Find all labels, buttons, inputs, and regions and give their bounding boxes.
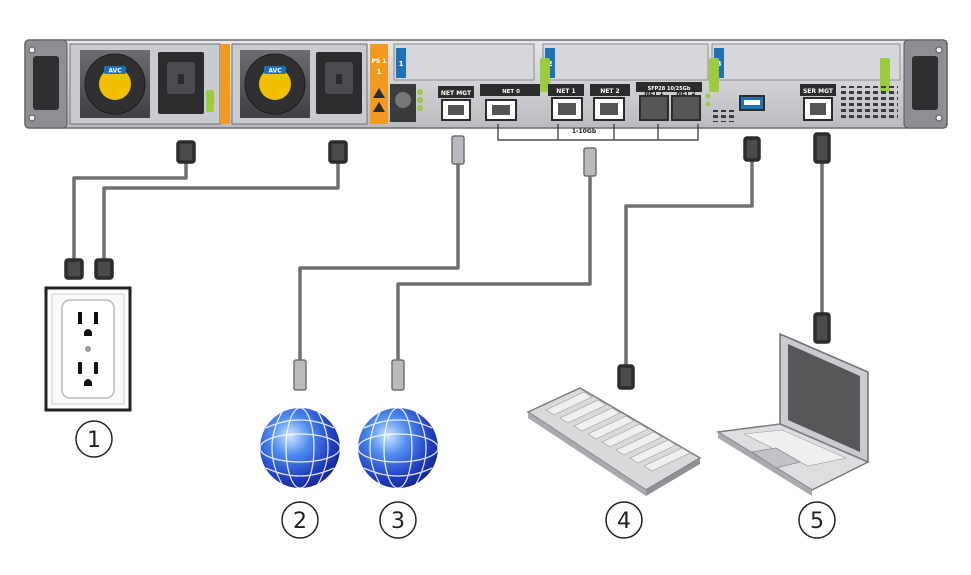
sfp28-label: SFP28 10/25Gb <box>648 86 691 92</box>
callout-4: 4 <box>605 501 643 539</box>
callout-2-number: 2 <box>293 509 307 534</box>
net2-port[interactable]: NET 2 <box>590 84 630 121</box>
serial-cable <box>813 132 831 344</box>
psu-brand-label: AVC <box>108 68 122 75</box>
callout-2: 2 <box>281 501 319 539</box>
vent-grille <box>712 110 736 122</box>
server-chassis: AVC AVC PS 1 1 <box>24 39 948 141</box>
sfp-net1-port[interactable]: NET 1 <box>639 90 669 121</box>
sfp-net2-port[interactable]: NET 2 <box>671 90 701 121</box>
usb-cable <box>617 136 761 390</box>
net2-label: NET 2 <box>600 88 619 95</box>
pcie-slot-2: 2 <box>540 43 709 92</box>
keyboard-icon <box>526 387 702 496</box>
power-supply-1: AVC <box>231 43 368 125</box>
sfp28-port-group: SFP28 10/25Gb NET 1 NET 2 <box>636 82 711 121</box>
status-led <box>417 105 423 111</box>
power-cords <box>64 140 348 280</box>
ps1-label-block: PS 1 1 <box>370 44 388 124</box>
status-led <box>417 89 423 95</box>
net1-label: NET 1 <box>556 88 575 95</box>
ser-mgt-label: SER MGT <box>803 88 834 95</box>
callout-1-number: 1 <box>87 428 101 453</box>
rack-ear-left <box>24 39 68 129</box>
port-group-bracket <box>497 124 699 141</box>
wall-outlet-icon <box>44 286 132 412</box>
vent-grille <box>840 86 898 120</box>
laptop-icon <box>715 332 870 496</box>
pcie-slot-3: 3 <box>709 43 901 92</box>
sfp-net1-label: NET 1 <box>644 90 663 97</box>
ser-mgt-port[interactable]: SER MGT <box>800 84 836 121</box>
callout-3-number: 3 <box>391 509 405 534</box>
status-indicator-panel <box>390 84 423 122</box>
psu-brand-label: AVC <box>268 68 282 75</box>
sfp-net2-label: NET 2 <box>676 90 695 97</box>
slot-3-number: 3 <box>717 60 722 68</box>
network-cable-1 <box>293 135 465 391</box>
callout-5: 5 <box>798 501 836 539</box>
callout-3: 3 <box>379 501 417 539</box>
slot-1-number: 1 <box>399 60 404 68</box>
power-supply-0: AVC <box>69 43 230 125</box>
ps1-label: PS 1 <box>372 58 387 65</box>
network-globe-icon <box>357 407 439 489</box>
pcie-slot-1: 1 <box>393 43 535 81</box>
net0-10gbe-port[interactable]: NET 0 <box>480 84 540 121</box>
psu-release-latch[interactable] <box>206 90 214 112</box>
net-mgt-port[interactable]: NET MGT <box>438 86 474 121</box>
callout-1: 1 <box>75 420 113 458</box>
callout-4-number: 4 <box>617 509 631 534</box>
status-led <box>417 97 423 103</box>
speed-label: 1-10Gb <box>572 128 597 135</box>
net-mgt-label: NET MGT <box>441 90 472 97</box>
slot-release-latch[interactable] <box>540 58 550 92</box>
ps1-number: 1 <box>377 68 382 76</box>
net1-port[interactable]: NET 1 <box>548 84 584 121</box>
slot-release-latch[interactable] <box>709 58 719 92</box>
slot-release-latch[interactable] <box>880 58 890 92</box>
net0-label: NET 0 <box>502 89 520 95</box>
usb-port[interactable] <box>739 95 765 111</box>
network-globe-icon <box>259 407 341 489</box>
rack-ear-right <box>903 39 948 129</box>
slot-2-number: 2 <box>548 60 553 68</box>
network-cable-2 <box>391 147 597 391</box>
callout-5-number: 5 <box>810 509 824 534</box>
